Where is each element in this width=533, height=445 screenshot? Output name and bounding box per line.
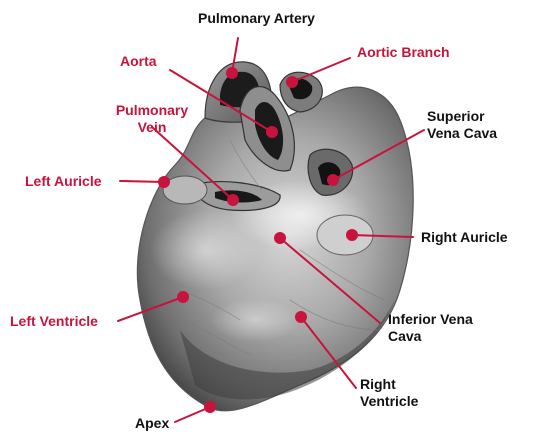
pulmonary-vein-dot bbox=[227, 194, 239, 206]
left-auricle-label: Left Auricle bbox=[25, 173, 102, 190]
superior-vena-cava-label: Superior Vena Cava bbox=[427, 108, 497, 142]
left-ventricle-label: Left Ventricle bbox=[10, 313, 98, 330]
superior-vena-cava-dot bbox=[327, 174, 339, 186]
right-ventricle-dot bbox=[295, 311, 307, 323]
pulmonary-artery-dot bbox=[226, 67, 238, 79]
right-ventricle-label: Right Ventricle bbox=[360, 376, 418, 410]
left-auricle-leader bbox=[120, 181, 164, 182]
aorta-dot bbox=[266, 126, 278, 138]
left-auricle-dot bbox=[158, 176, 170, 188]
aortic-branch-leader bbox=[292, 58, 350, 82]
inferior-vena-cava-dot bbox=[274, 232, 286, 244]
pulmonary-vein-label: Pulmonary Vein bbox=[104, 102, 200, 136]
inferior-vena-cava-label: Inferior Vena Cava bbox=[388, 311, 473, 345]
aortic-branch-dot bbox=[286, 76, 298, 88]
left-ventricle-dot bbox=[177, 291, 189, 303]
pulmonary-artery-label: Pulmonary Artery bbox=[198, 10, 315, 27]
apex-label: Apex bbox=[135, 415, 169, 432]
aortic-branch-label: Aortic Branch bbox=[357, 44, 450, 61]
right-auricle-label: Right Auricle bbox=[421, 229, 508, 246]
right-auricle-dot bbox=[346, 229, 358, 241]
aorta-label: Aorta bbox=[120, 53, 157, 70]
apex-dot bbox=[204, 401, 216, 413]
